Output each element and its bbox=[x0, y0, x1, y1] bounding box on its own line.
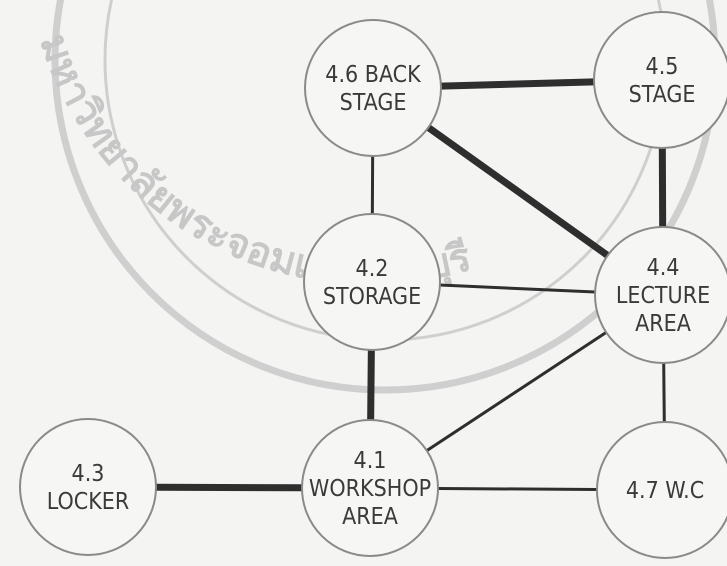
node-label: 4.2 bbox=[356, 256, 389, 282]
node-label: 4.1 bbox=[354, 448, 387, 474]
node-label: 4.3 bbox=[72, 461, 105, 487]
node-label: AREA bbox=[635, 311, 691, 337]
node-label: STAGE bbox=[629, 82, 696, 108]
edge-n41-n47 bbox=[437, 486, 598, 492]
node-circle bbox=[19, 418, 157, 556]
node-circle bbox=[596, 421, 727, 559]
node-n47: 4.7 W.C bbox=[596, 421, 727, 559]
node-circle bbox=[303, 213, 441, 351]
node-label: 4.7 W.C bbox=[626, 478, 704, 504]
node-circle bbox=[594, 226, 727, 364]
node-label: 4.4 bbox=[647, 255, 680, 281]
node-label: 4.6 BACK bbox=[325, 62, 421, 88]
node-circle bbox=[301, 419, 439, 557]
edge-n43-n41 bbox=[155, 483, 303, 492]
node-circle bbox=[304, 19, 442, 157]
node-label: 4.5 bbox=[646, 54, 679, 80]
node-label: AREA bbox=[342, 504, 398, 530]
node-label: WORKSHOP bbox=[309, 476, 431, 502]
edge-n42-n41 bbox=[367, 349, 375, 421]
edge-n41-n44 bbox=[425, 331, 608, 452]
edge-n46-n45 bbox=[440, 78, 595, 90]
edge-layer bbox=[155, 78, 667, 492]
node-layer: 4.6 BACKSTAGE4.5STAGE4.2STORAGE4.4LECTUR… bbox=[19, 11, 727, 559]
node-label: LOCKER bbox=[47, 489, 129, 515]
edge-n46-n44 bbox=[426, 124, 610, 259]
node-label: STAGE bbox=[340, 90, 407, 116]
edge-n44-n47 bbox=[662, 362, 666, 423]
node-circle bbox=[593, 11, 727, 149]
node-label: STORAGE bbox=[323, 284, 421, 310]
node-label: LECTURE bbox=[616, 283, 710, 309]
edge-n42-n44 bbox=[439, 283, 596, 294]
